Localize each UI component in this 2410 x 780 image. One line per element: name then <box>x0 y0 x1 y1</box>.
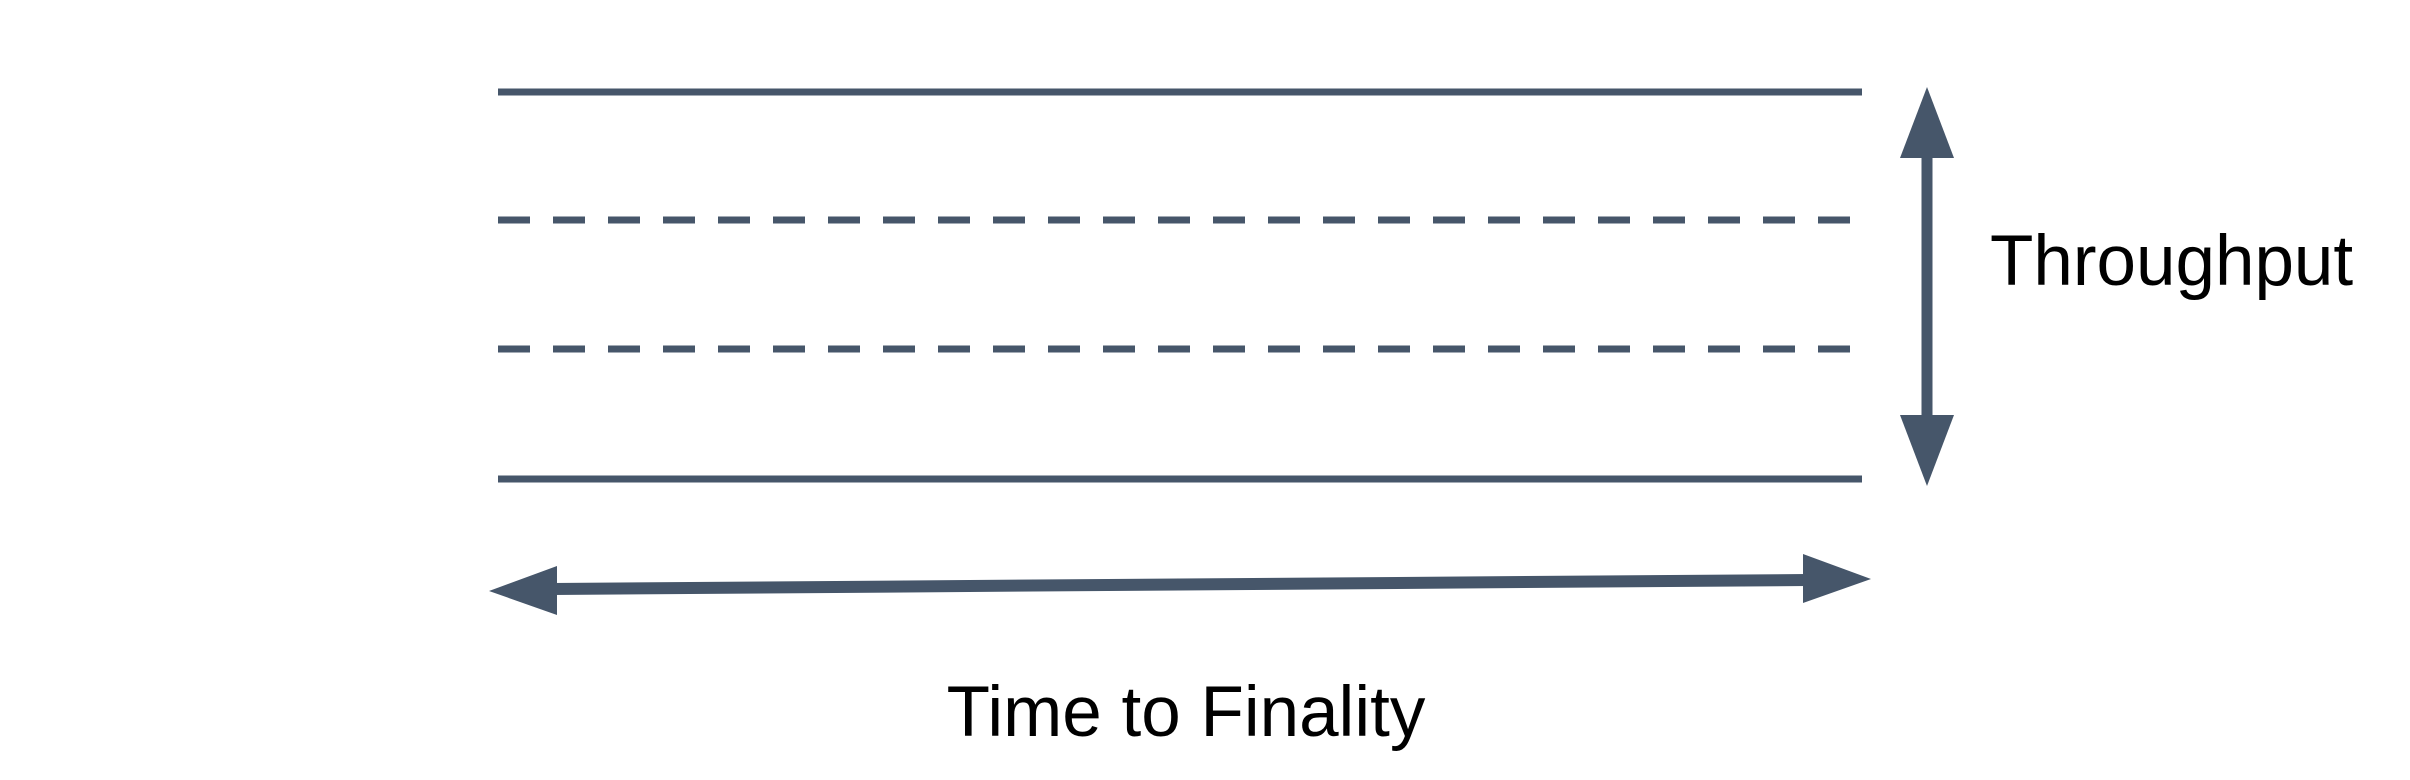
time-to-finality-arrow-head-right-icon <box>1803 554 1871 603</box>
time-to-finality-arrow-head-left-icon <box>489 566 557 615</box>
time-to-finality-arrow <box>489 554 1871 615</box>
throughput-arrow-head-down-icon <box>1900 415 1954 486</box>
throughput-arrow <box>1900 87 1954 486</box>
throughput-arrow-head-up-icon <box>1900 87 1954 158</box>
throughput-label: Throughput <box>1990 222 2353 301</box>
time-to-finality-label: Time to Finality <box>947 673 1426 752</box>
time-to-finality-arrow-shaft <box>551 574 1809 595</box>
throughput-band <box>498 88 1862 483</box>
